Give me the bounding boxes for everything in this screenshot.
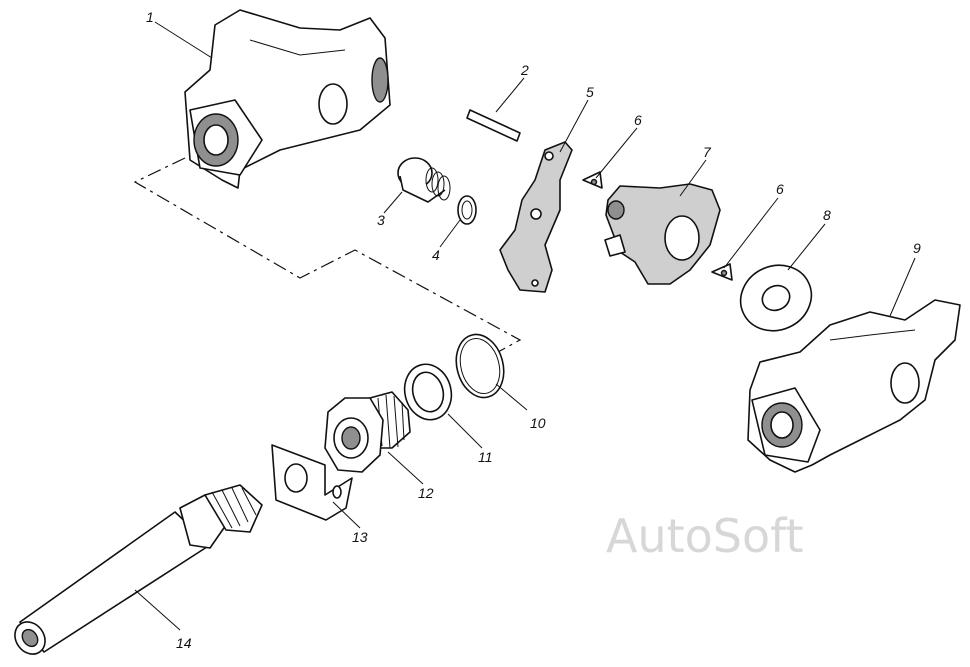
callout-11: 11 <box>478 449 493 465</box>
callout-12: 12 <box>418 485 434 501</box>
part-4-snap-ring <box>457 195 477 225</box>
callout-2: 2 <box>520 62 529 78</box>
callout-1: 1 <box>146 9 154 25</box>
part-3-plug <box>397 157 451 203</box>
part-10-o-ring <box>455 333 505 399</box>
callout-14: 14 <box>176 635 192 651</box>
part-1-housing <box>184 9 391 189</box>
part-7-cam <box>604 183 721 285</box>
callout-5: 5 <box>586 84 594 100</box>
callout-7: 7 <box>703 144 712 160</box>
part-9-coupling-head <box>747 299 961 473</box>
callout-8: 8 <box>823 207 831 223</box>
assembly-axis-line <box>133 157 522 353</box>
leader-lines <box>134 21 916 631</box>
part-14-hose <box>14 484 263 655</box>
callout-13: 13 <box>352 529 368 545</box>
callout-3: 3 <box>377 212 385 228</box>
part-6-washer-b <box>711 263 733 281</box>
callout-10: 10 <box>530 415 546 431</box>
watermark: AutoSoft <box>606 509 804 563</box>
part-8-seal <box>739 264 813 332</box>
callout-4: 4 <box>432 247 440 263</box>
callout-6b: 6 <box>776 181 784 197</box>
part-11-flat-ring <box>403 363 453 421</box>
callout-9: 9 <box>913 240 921 256</box>
part-5-lever <box>499 141 573 293</box>
part-2-pin <box>466 109 521 142</box>
part-13-bracket <box>271 444 353 521</box>
part-12-nut-fitting <box>324 391 411 473</box>
callout-6a: 6 <box>634 112 642 128</box>
